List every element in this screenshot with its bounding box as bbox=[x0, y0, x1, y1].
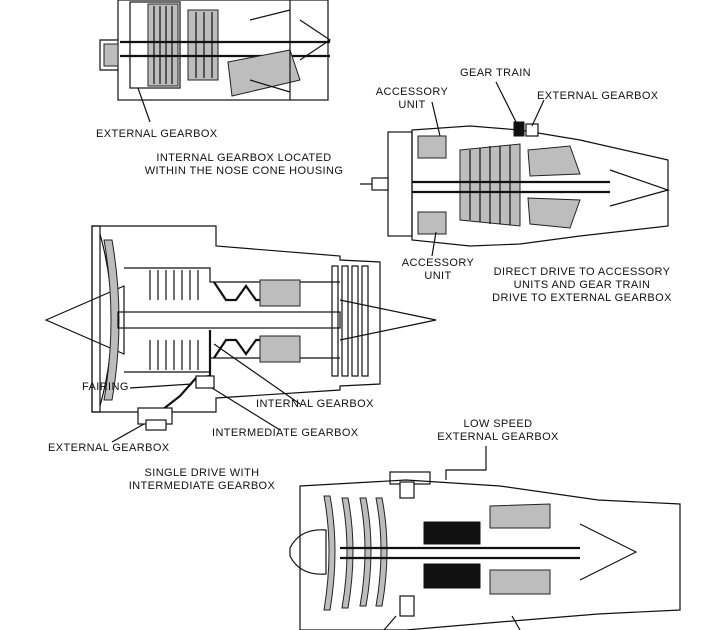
label-accessory-unit-top-line2: UNIT bbox=[398, 99, 426, 111]
fan-stages-bottom bbox=[323, 495, 388, 611]
engine-top-right bbox=[360, 121, 671, 247]
compressor-stack-right bbox=[459, 143, 521, 227]
caption-single-drive: SINGLE DRIVE WITH INTERMEDIATE GEARBOX bbox=[116, 467, 288, 493]
caption-direct-drive-line2: UNITS AND GEAR TRAIN bbox=[513, 279, 651, 291]
label-accessory-unit-bottom-line1: ACCESSORY bbox=[401, 257, 475, 269]
turbine-stages-mid bbox=[331, 265, 369, 377]
caption-internal-gearbox: INTERNAL GEARBOX LOCATED WITHIN THE NOSE… bbox=[144, 152, 344, 178]
fan-blades-mid bbox=[103, 239, 120, 401]
leader-lines bbox=[111, 81, 545, 480]
label-gear-train: GEAR TRAIN bbox=[460, 67, 532, 79]
engine-bottom-right bbox=[289, 471, 681, 630]
caption-direct-drive-line3: DRIVE TO EXTERNAL GEARBOX bbox=[492, 292, 672, 304]
compressor-stages-mid bbox=[149, 270, 277, 370]
label-accessory-unit-top: ACCESSORY UNIT bbox=[374, 86, 450, 112]
label-accessory-unit-bottom: ACCESSORY UNIT bbox=[398, 257, 478, 283]
caption-internal-gearbox-line2: WITHIN THE NOSE CONE HOUSING bbox=[144, 165, 344, 177]
label-internal-gearbox: INTERNAL GEARBOX bbox=[256, 398, 374, 410]
label-fairing: FAIRING bbox=[82, 381, 129, 393]
compressor-blades-top bbox=[147, 3, 219, 87]
label-low-speed-line1: LOW SPEED bbox=[463, 418, 533, 430]
label-low-speed-external-gearbox: LOW SPEED EXTERNAL GEARBOX bbox=[432, 418, 564, 444]
caption-single-drive-line1: SINGLE DRIVE WITH bbox=[144, 467, 260, 479]
label-external-gearbox-top: EXTERNAL GEARBOX bbox=[96, 128, 218, 140]
label-accessory-unit-bottom-line2: UNIT bbox=[424, 270, 452, 282]
caption-internal-gearbox-line1: INTERNAL GEARBOX LOCATED bbox=[156, 152, 332, 164]
engine-top-left bbox=[99, 0, 332, 123]
engine-middle-left bbox=[44, 225, 437, 431]
label-external-gearbox-right: EXTERNAL GEARBOX bbox=[537, 90, 659, 102]
label-external-gearbox-left: EXTERNAL GEARBOX bbox=[48, 442, 170, 454]
caption-direct-drive: DIRECT DRIVE TO ACCESSORY UNITS AND GEAR… bbox=[482, 266, 682, 305]
caption-single-drive-line2: INTERMEDIATE GEARBOX bbox=[128, 480, 276, 492]
label-intermediate-gearbox: INTERMEDIATE GEARBOX bbox=[212, 427, 359, 439]
label-low-speed-line2: EXTERNAL GEARBOX bbox=[437, 431, 559, 443]
label-accessory-unit-top-line1: ACCESSORY bbox=[375, 86, 449, 98]
caption-direct-drive-line1: DIRECT DRIVE TO ACCESSORY bbox=[493, 266, 671, 278]
